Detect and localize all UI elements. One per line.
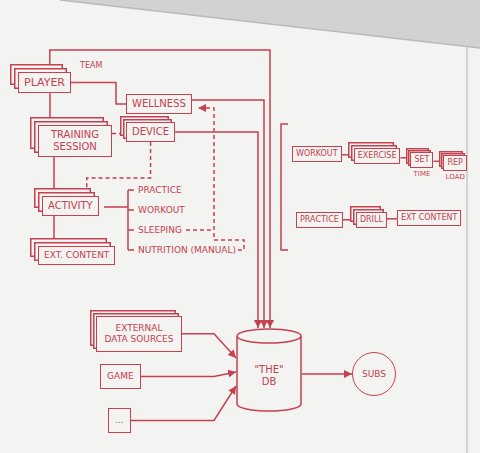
subscriber-circle: SUBS bbox=[352, 352, 396, 396]
node-text: ... bbox=[115, 415, 124, 426]
stacked-box: EXT. CONTENT bbox=[38, 246, 115, 265]
entity-box: WELLNESS bbox=[126, 94, 192, 114]
connector bbox=[50, 50, 270, 328]
entity-box: PRACTICE bbox=[296, 212, 343, 228]
connector bbox=[342, 154, 354, 156]
node-text: PLAYER bbox=[24, 76, 65, 89]
entity-box: WORKOUT bbox=[292, 146, 342, 162]
node-text: SUBS bbox=[362, 369, 386, 380]
annotation-label: LOAD bbox=[446, 173, 465, 181]
entity-box: ... bbox=[108, 408, 131, 433]
entity-box: EXT CONTENT bbox=[397, 210, 462, 226]
database-cylinder: "THE" DB bbox=[236, 328, 302, 412]
node-text: DRILL bbox=[360, 215, 383, 225]
dashed-leader bbox=[198, 108, 244, 250]
connector bbox=[175, 132, 258, 328]
annotation-label: WORKOUT bbox=[138, 205, 185, 216]
stacked-box: ACTIVITY bbox=[42, 196, 99, 216]
stacked-box: PLAYER bbox=[18, 72, 71, 93]
annotation-label: SLEEPING bbox=[138, 225, 182, 236]
activity-bracket bbox=[104, 190, 134, 250]
connector bbox=[53, 157, 55, 196]
board-edge bbox=[466, 47, 468, 453]
connector bbox=[53, 216, 55, 246]
node-text: EXERCISE bbox=[358, 151, 397, 161]
node-text: EXTERNAL DATA SOURCES bbox=[103, 323, 175, 345]
connector bbox=[141, 372, 236, 376]
stacked-box: DRILL bbox=[356, 212, 387, 228]
node-text: WELLNESS bbox=[132, 98, 186, 110]
connector bbox=[302, 373, 352, 375]
node-text: DEVICE bbox=[132, 126, 169, 138]
stacked-box: REP bbox=[443, 155, 466, 171]
entity-box: GAME bbox=[100, 364, 141, 389]
cylinder-top bbox=[237, 329, 301, 343]
node-text: EXT. CONTENT bbox=[44, 250, 109, 261]
connector bbox=[182, 334, 236, 358]
node-text: EXT CONTENT bbox=[401, 213, 458, 223]
connector bbox=[49, 93, 51, 125]
annotation-label: NUTRITION (MANUAL) bbox=[138, 245, 236, 256]
stacked-box: DEVICE bbox=[126, 122, 175, 142]
connector bbox=[131, 386, 236, 420]
connector bbox=[112, 133, 126, 135]
annotation-label: TIME bbox=[414, 170, 431, 178]
stacked-box: SET bbox=[410, 152, 433, 168]
connector bbox=[71, 83, 126, 104]
connector bbox=[433, 161, 443, 163]
node-text: "THE" DB bbox=[247, 364, 291, 388]
cylinder-body bbox=[237, 336, 301, 411]
node-text: WORKOUT bbox=[296, 149, 338, 159]
stacked-box: EXTERNAL DATA SOURCES bbox=[96, 316, 182, 352]
group-bracket bbox=[281, 124, 288, 250]
stacked-box: EXERCISE bbox=[354, 148, 401, 164]
annotation-label: TEAM bbox=[80, 61, 102, 71]
stacked-box: TRAINING SESSION bbox=[38, 125, 112, 157]
node-text: REP bbox=[447, 158, 462, 168]
annotation-label: PRACTICE bbox=[138, 185, 182, 196]
node-text: ACTIVITY bbox=[48, 200, 93, 212]
wall bbox=[60, 0, 480, 48]
connector bbox=[343, 219, 356, 221]
node-text: GAME bbox=[107, 371, 134, 382]
connector bbox=[400, 157, 410, 159]
connector bbox=[387, 218, 397, 220]
node-text: SET bbox=[414, 155, 429, 165]
dashed-leader bbox=[186, 229, 214, 231]
node-text: PRACTICE bbox=[300, 215, 339, 225]
board-edge bbox=[60, 0, 480, 48]
node-text: TRAINING SESSION bbox=[44, 129, 106, 153]
connector bbox=[192, 100, 264, 328]
